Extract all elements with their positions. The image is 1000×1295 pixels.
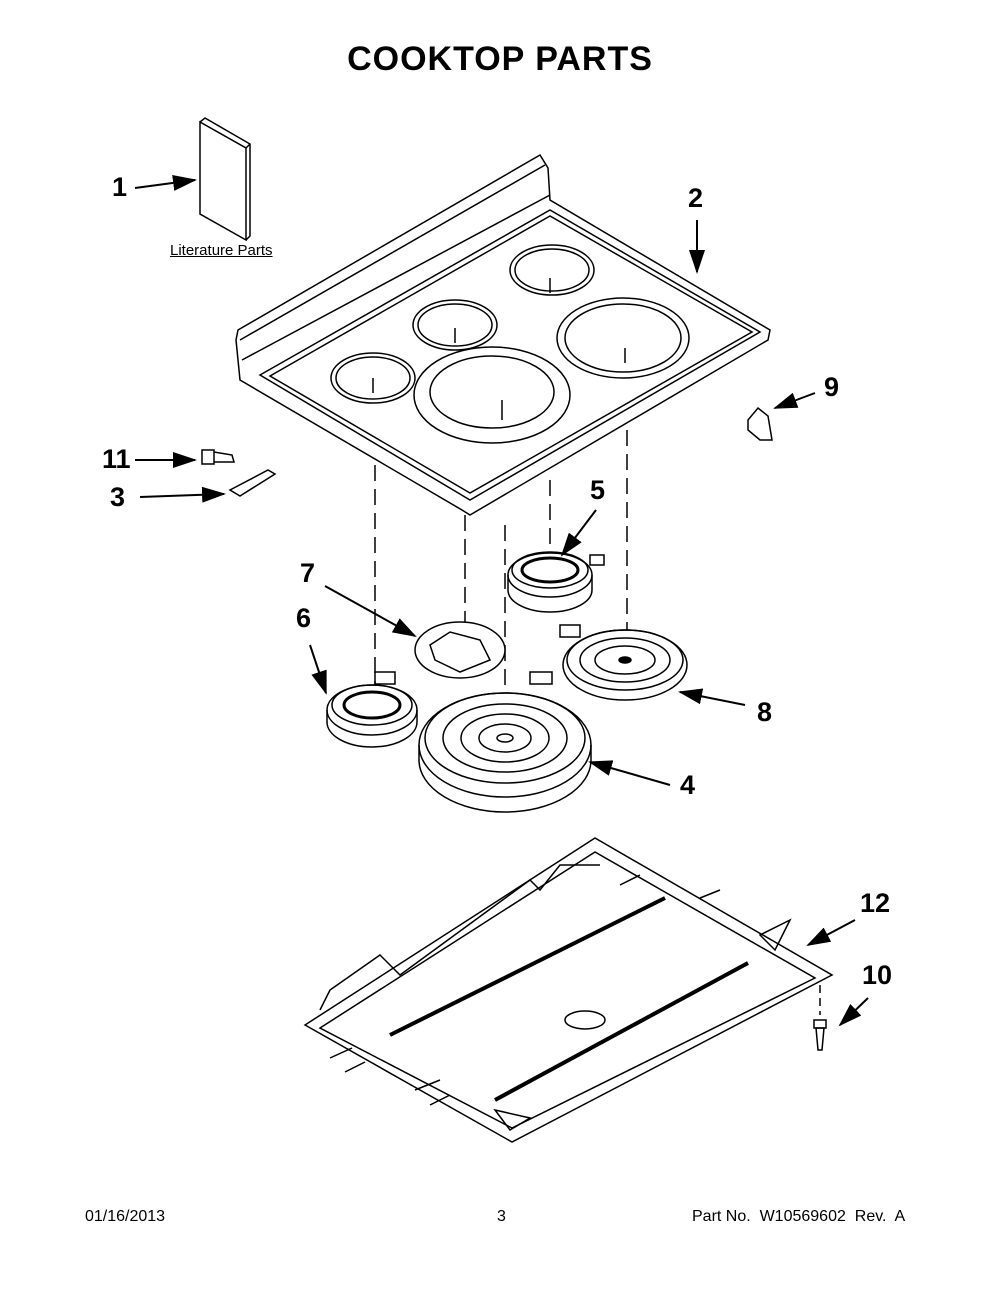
callout-10: 10 <box>862 960 893 990</box>
callout-7: 7 <box>300 558 316 588</box>
literature-parts-label: Literature Parts <box>170 242 273 259</box>
literature-booklet <box>199 117 251 242</box>
cooktop-glass <box>235 153 771 516</box>
callout-arrows <box>134 174 869 1027</box>
callout-11: 11 <box>102 444 131 474</box>
callout-12: 12 <box>860 888 891 918</box>
insulator-7 <box>414 621 506 679</box>
callout-6: 6 <box>296 603 312 633</box>
footer-date: 01/16/2013 <box>85 1208 166 1225</box>
page-title: COOKTOP PARTS <box>347 40 653 78</box>
footer-part-number: Part No. W10569602 Rev. A <box>692 1208 906 1225</box>
screw-10 <box>813 985 827 1051</box>
screw-11 <box>201 449 235 465</box>
bracket-3 <box>228 469 277 497</box>
callout-3: 3 <box>110 482 126 512</box>
burner-box-pan <box>303 837 834 1143</box>
callout-1: 1 <box>112 172 128 202</box>
callout-4: 4 <box>680 770 696 800</box>
callout-8: 8 <box>757 697 773 727</box>
callout-9: 9 <box>824 372 840 402</box>
element-6 <box>326 671 418 748</box>
element-8 <box>559 624 688 701</box>
element-4 <box>418 671 592 813</box>
footer-page-number: 3 <box>497 1208 506 1225</box>
element-5 <box>507 551 605 613</box>
callout-2: 2 <box>688 183 704 213</box>
callout-5: 5 <box>590 475 606 505</box>
clip-9 <box>747 406 773 441</box>
